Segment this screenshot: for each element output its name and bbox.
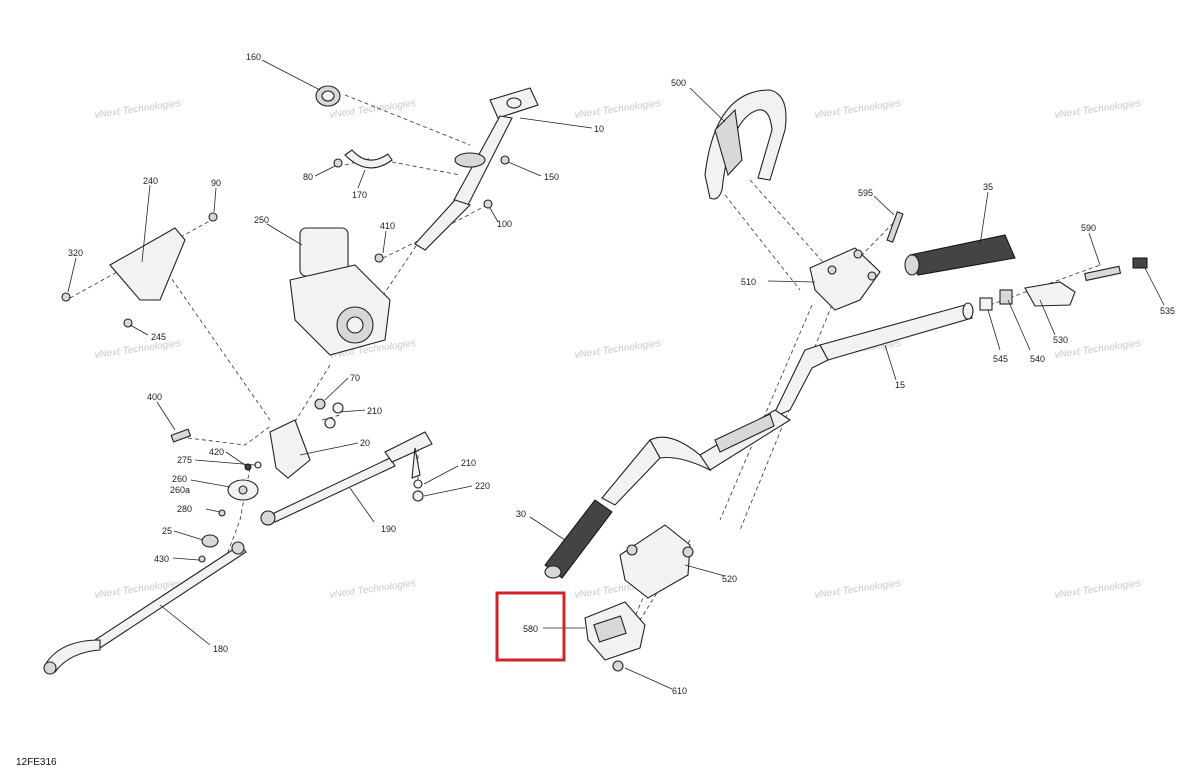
plate-260: [227, 479, 259, 501]
callout-220[interactable]: 220: [475, 481, 490, 491]
callout-160[interactable]: 160: [246, 52, 261, 62]
callout-540[interactable]: 540: [1030, 354, 1045, 364]
callout-30[interactable]: 30: [516, 509, 526, 519]
watermark-layer: vNext Technologies vNext Technologies vN…: [94, 98, 1142, 601]
callout-80[interactable]: 80: [303, 172, 313, 182]
boot-25: [201, 534, 219, 548]
steering-assembly: [43, 85, 539, 675]
watermark: vNext Technologies: [329, 578, 417, 601]
grip-30: [544, 499, 613, 579]
callout-170[interactable]: 170: [352, 190, 367, 200]
watermark: vNext Technologies: [574, 98, 662, 121]
callout-25[interactable]: 25: [162, 526, 172, 536]
clamp-510: [809, 247, 881, 311]
callout-545[interactable]: 545: [993, 354, 1008, 364]
leader-lines: [67, 59, 1165, 690]
watermark: vNext Technologies: [94, 98, 182, 121]
handle-500: [704, 89, 787, 200]
callout-70[interactable]: 70: [350, 373, 360, 383]
watermark: vNext Technologies: [94, 338, 182, 361]
watermark: vNext Technologies: [329, 98, 417, 121]
clamp-170: [333, 149, 393, 169]
callout-260a[interactable]: 260a: [170, 485, 190, 495]
callout-15[interactable]: 15: [895, 380, 905, 390]
callout-90[interactable]: 90: [211, 178, 221, 188]
callout-20[interactable]: 20: [360, 438, 370, 448]
callout-320[interactable]: 320: [68, 248, 83, 258]
watermark: vNext Technologies: [1054, 98, 1142, 121]
callout-430[interactable]: 430: [154, 554, 169, 564]
callout-610[interactable]: 610: [672, 686, 687, 696]
callout-245[interactable]: 245: [151, 332, 166, 342]
watermark: vNext Technologies: [814, 98, 902, 121]
clamp-520: [619, 524, 694, 599]
handlebar-15: [601, 302, 974, 506]
callout-590[interactable]: 590: [1081, 223, 1096, 233]
tie-rod-190: [260, 431, 433, 526]
clamp-580: [584, 601, 646, 661]
callout-210[interactable]: 210: [367, 406, 382, 416]
pitman-arm: [269, 419, 311, 479]
callout-260[interactable]: 260: [172, 474, 187, 484]
callout-35[interactable]: 35: [983, 182, 993, 192]
bar-end-530: [1024, 281, 1076, 307]
callout-410[interactable]: 410: [380, 221, 395, 231]
callout-250[interactable]: 250: [254, 215, 269, 225]
callout-530[interactable]: 530: [1053, 335, 1068, 345]
callout-210b[interactable]: 210: [461, 458, 476, 468]
callout-580[interactable]: 580: [523, 624, 538, 634]
callout-labels: 160 10 80 170 150 240 90 250 410 100 320…: [68, 52, 1175, 696]
callout-500[interactable]: 500: [671, 78, 686, 88]
callout-510[interactable]: 510: [741, 277, 756, 287]
callout-400[interactable]: 400: [147, 392, 162, 402]
grip-35: [904, 234, 1016, 276]
callout-190[interactable]: 190: [381, 524, 396, 534]
callout-150[interactable]: 150: [544, 172, 559, 182]
seal-160: [315, 85, 341, 107]
callout-520[interactable]: 520: [722, 574, 737, 584]
callout-10[interactable]: 10: [594, 124, 604, 134]
figure-code: 12FE316: [16, 757, 57, 768]
callout-535[interactable]: 535: [1160, 306, 1175, 316]
tie-rod-180: [43, 541, 247, 675]
callout-595[interactable]: 595: [858, 188, 873, 198]
steering-column-10: [414, 87, 539, 251]
watermark: vNext Technologies: [574, 338, 662, 361]
watermark: vNext Technologies: [1054, 578, 1142, 601]
callout-240[interactable]: 240: [143, 176, 158, 186]
handlebar-assembly: [544, 89, 1148, 672]
watermark: vNext Technologies: [814, 578, 902, 601]
callout-100[interactable]: 100: [497, 219, 512, 229]
callout-180[interactable]: 180: [213, 644, 228, 654]
callout-280[interactable]: 280: [177, 504, 192, 514]
callout-420[interactable]: 420: [209, 447, 224, 457]
highlight-box: [495, 591, 566, 662]
callout-275[interactable]: 275: [177, 455, 192, 465]
eps-unit-250: [289, 227, 391, 356]
